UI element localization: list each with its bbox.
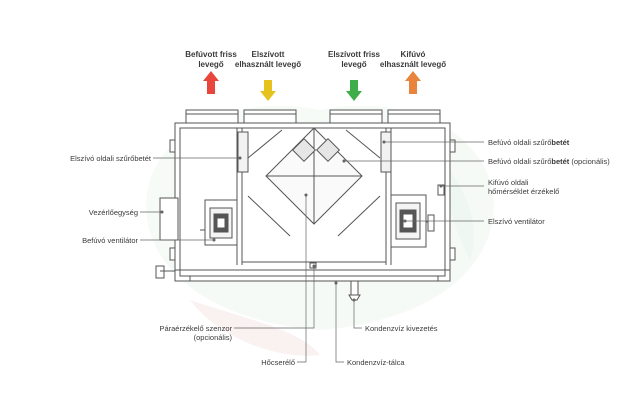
label-exhaust-filter: Elszívó oldali szűrőbetét	[70, 154, 151, 163]
label-exhaust-out: Kifúvó elhasznált levegő	[380, 50, 446, 69]
label-line: Kifúvó oldali	[488, 178, 529, 187]
label-text: Befúvó oldali szűrő	[488, 138, 552, 147]
unit-drawing	[155, 109, 456, 301]
label-supply-filter-optional: Befúvó oldali szűrőbetét (opcionális)	[488, 157, 610, 166]
label-control-unit: Vezérlőegység	[88, 208, 138, 217]
leader-lines	[140, 140, 484, 363]
label-line: Elszívott friss	[327, 50, 381, 59]
label-humidity-sensor: Páraérzékelő szenzor (opcionális)	[159, 324, 232, 342]
label-line: (opcionális)	[193, 333, 232, 342]
label-text: (opcionális)	[569, 157, 610, 166]
duct-collar	[243, 109, 297, 125]
label-text-bold: betét	[551, 138, 570, 147]
label-line: elhasznált levegő	[234, 59, 302, 69]
label-heat-exchanger: Hőcserélő	[261, 358, 295, 367]
label-text: Befúvó oldali szűrő	[488, 157, 552, 166]
label-condensate-outlet: Kondenzvíz kivezetés	[365, 324, 438, 333]
label-exhaust-in: Elszívott elhasznált levegő	[235, 50, 301, 69]
supply-filter	[380, 131, 392, 173]
arrow-fresh-intake-icon	[346, 80, 362, 101]
arrow-exhaust-out-icon	[405, 71, 421, 94]
label-fresh-intake: Elszívott friss levegő	[328, 50, 380, 69]
label-line: Páraérzékelő szenzor	[159, 324, 232, 333]
exhaust-filter	[237, 131, 249, 173]
label-line: elhasznált levegő	[379, 59, 447, 69]
label-line: levegő	[198, 59, 224, 69]
supply-fan	[200, 199, 238, 246]
duct-collar	[185, 109, 239, 125]
label-exhaust-fan: Elszívó ventilátor	[488, 217, 545, 226]
duct-collar	[329, 109, 383, 125]
label-line: Elszívott	[251, 50, 285, 59]
arrow-exhaust-in-icon	[260, 80, 276, 101]
label-line: Befúvott friss	[185, 50, 237, 59]
control-unit	[159, 197, 179, 241]
arrow-fresh-supply-icon	[203, 71, 219, 94]
label-temp-sensor: Kifúvó oldali hőmérséklet érzékelő	[488, 178, 559, 196]
label-supply-filter: Befúvó oldali szűrőbetét	[488, 138, 569, 147]
duct-collar	[387, 109, 441, 125]
label-text-bold: betét	[551, 157, 570, 166]
label-line: hőmérséklet érzékelő	[488, 187, 560, 196]
label-condensate-tray: Kondenzvíz-tálca	[347, 358, 405, 367]
label-line: levegő	[341, 59, 367, 69]
condensate-drain	[350, 280, 359, 296]
label-line: Kifúvó	[400, 50, 426, 59]
label-fresh-supply: Befúvott friss levegő	[185, 50, 237, 69]
label-supply-fan: Befúvó ventilátor	[82, 236, 138, 245]
